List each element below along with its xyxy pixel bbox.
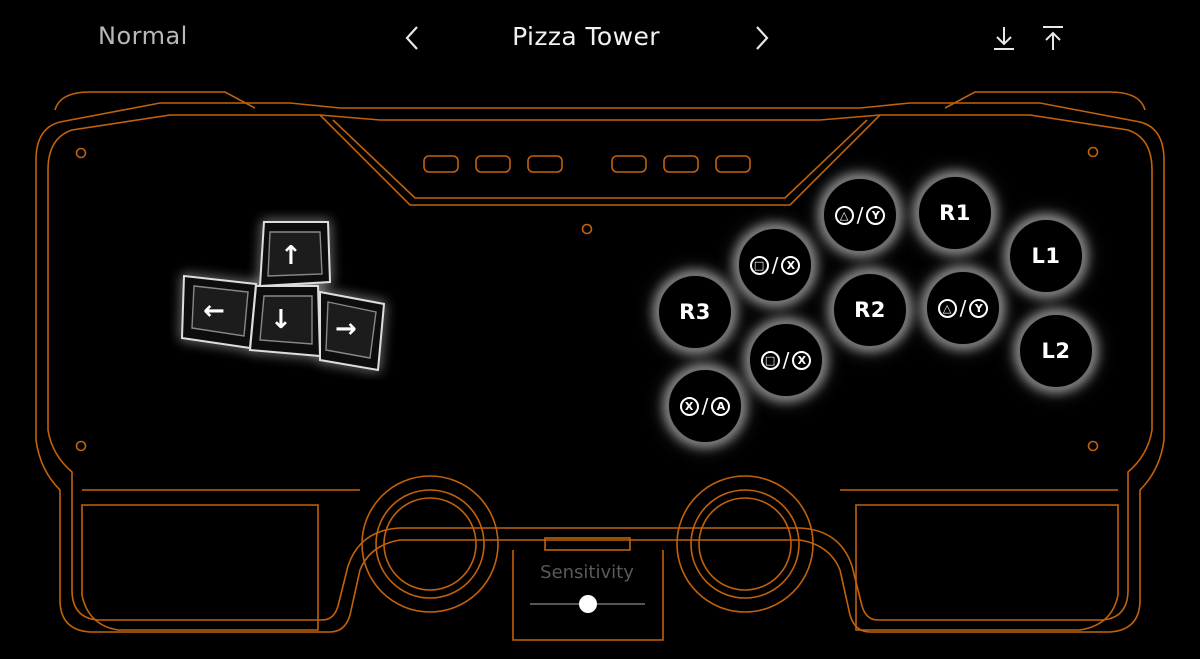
upload-icon[interactable] [1039, 24, 1067, 52]
y-icon: Y [969, 298, 989, 318]
square-icon: □ [749, 255, 769, 275]
sensitivity-label: Sensitivity [540, 562, 634, 583]
y-icon: Y [866, 205, 886, 225]
chevron-right-icon[interactable] [752, 24, 772, 52]
button-square-x-bottom[interactable]: □/X [748, 322, 824, 398]
triangle-icon: △ [937, 298, 957, 318]
button-l1[interactable]: L1 [1008, 218, 1084, 294]
button-square-x-top[interactable]: □/X [737, 227, 813, 303]
arrow-down-icon: ↓ [270, 305, 292, 335]
arrow-down-key[interactable] [248, 285, 322, 358]
button-triangle-y-top[interactable]: △/Y [822, 177, 898, 253]
button-r1[interactable]: R1 [917, 175, 993, 251]
x-icon: X [781, 255, 801, 275]
button-triangle-y-mid[interactable]: △/Y [925, 270, 1001, 346]
download-icon[interactable] [990, 24, 1018, 52]
triangle-icon: △ [834, 205, 854, 225]
profile-title: Pizza Tower [512, 22, 660, 51]
arrow-right-key[interactable] [319, 290, 386, 372]
button-r3[interactable]: R3 [657, 274, 733, 350]
arrow-left-key[interactable] [180, 274, 258, 350]
arrow-up-icon: ↑ [280, 241, 302, 271]
mode-label[interactable]: Normal [98, 22, 188, 50]
button-l2[interactable]: L2 [1018, 313, 1094, 389]
arrow-keys [180, 221, 386, 372]
a-icon: A [711, 396, 731, 416]
arrow-left-icon: ← [203, 296, 225, 326]
button-r2[interactable]: R2 [832, 272, 908, 348]
sensitivity-slider-knob[interactable] [578, 595, 597, 613]
square-icon: □ [760, 350, 780, 370]
top-bar: Normal Pizza Tower [0, 0, 1200, 80]
cross-icon: X [679, 396, 699, 416]
arrow-right-icon: → [335, 314, 357, 344]
arrow-up-key[interactable] [258, 221, 332, 288]
x-icon: X [792, 350, 812, 370]
chevron-left-icon[interactable] [402, 24, 422, 52]
button-cross-a[interactable]: X/A [667, 368, 743, 444]
